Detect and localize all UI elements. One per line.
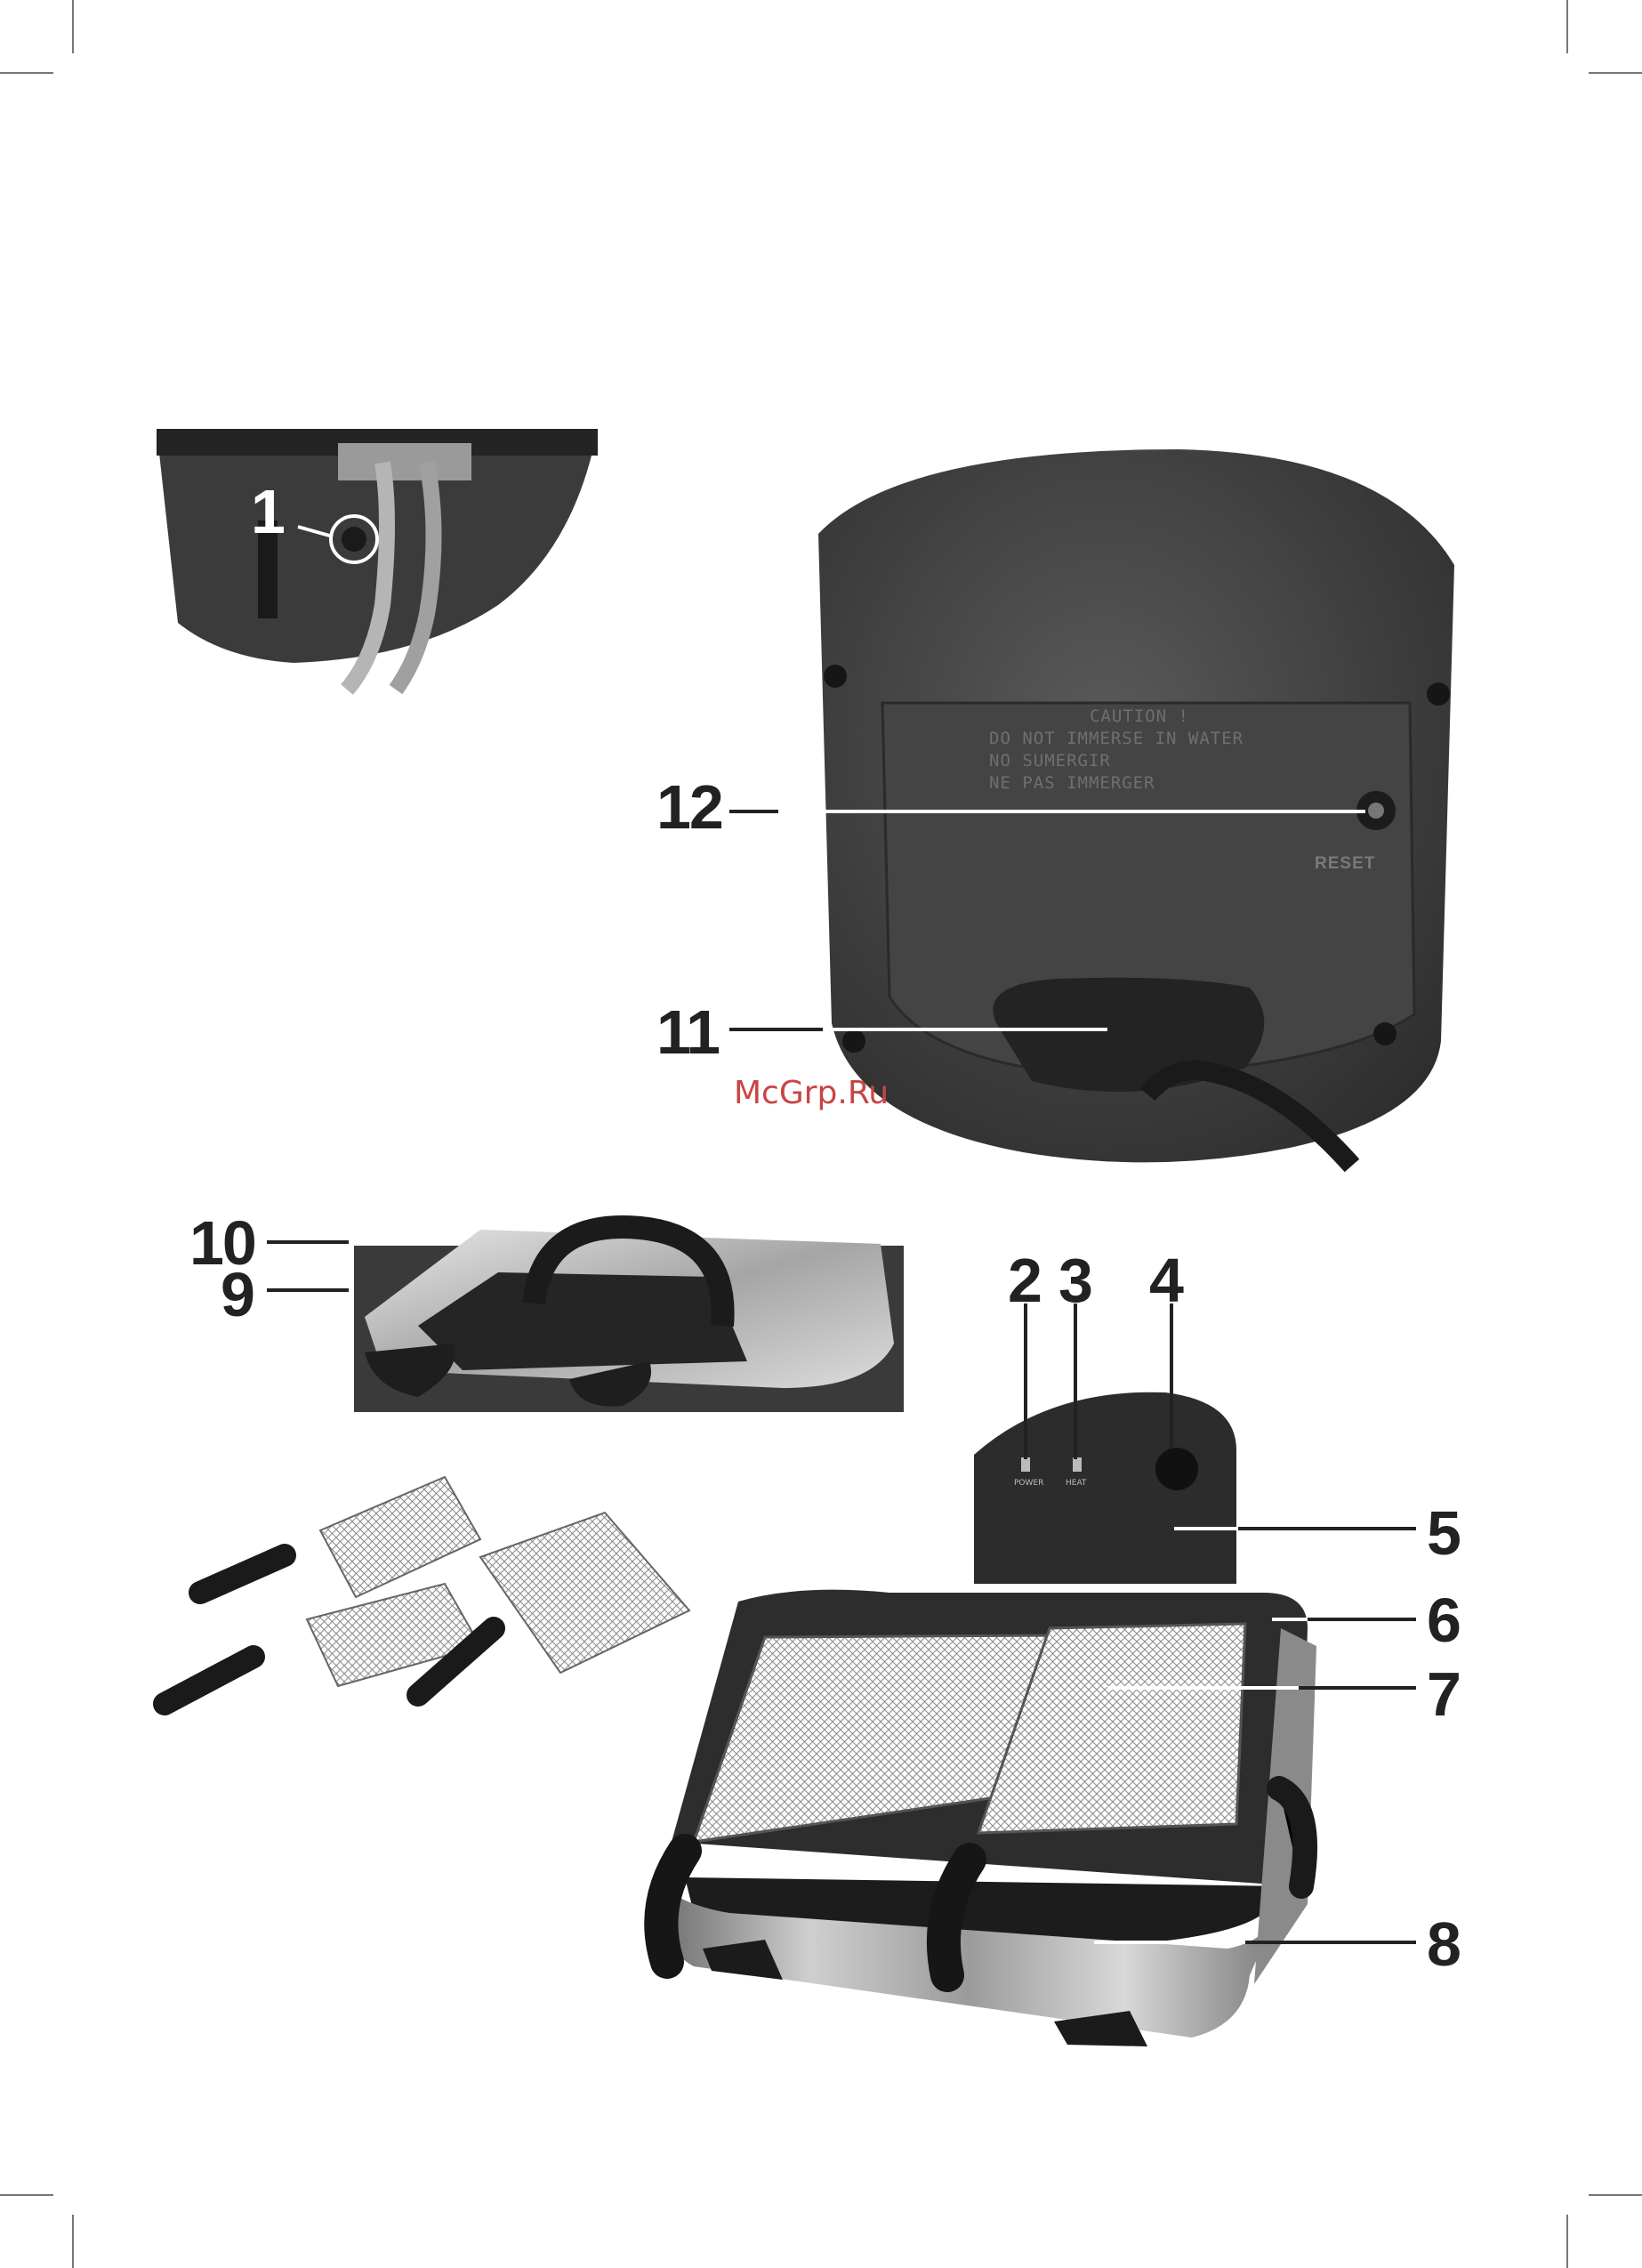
callout-3: 3 xyxy=(1058,1249,1091,1312)
callout-6: 6 xyxy=(1427,1589,1460,1651)
callout-9: 9 xyxy=(221,1263,254,1326)
rear-housing xyxy=(818,449,1454,1166)
callout-11: 11 xyxy=(656,1001,719,1063)
caution-line-3: NO SUMERGIR xyxy=(989,750,1111,771)
callout-7: 7 xyxy=(1427,1663,1460,1725)
callout-5: 5 xyxy=(1427,1502,1460,1564)
caution-line-2: DO NOT IMMERSE IN WATER xyxy=(989,728,1244,749)
watermark: McGrp.Ru xyxy=(734,1075,889,1111)
reset-label: RESET xyxy=(1315,854,1375,874)
heat-label: HEAT xyxy=(1066,1479,1086,1488)
callout-1: 1 xyxy=(251,480,284,543)
caution-line-4: NE PAS IMMERGER xyxy=(989,772,1155,794)
heating-element-closeup xyxy=(157,429,598,690)
fryer-photo xyxy=(654,1392,1316,2046)
callout-8: 8 xyxy=(1427,1913,1460,1975)
power-label: POWER xyxy=(1014,1479,1043,1488)
callout-2: 2 xyxy=(1008,1249,1041,1312)
caution-line-1: CAUTION ! xyxy=(1090,706,1189,727)
lid-photo xyxy=(354,1227,904,1412)
callout-12: 12 xyxy=(656,776,722,838)
baskets-photo xyxy=(165,1477,689,1704)
callout-4: 4 xyxy=(1149,1249,1182,1312)
